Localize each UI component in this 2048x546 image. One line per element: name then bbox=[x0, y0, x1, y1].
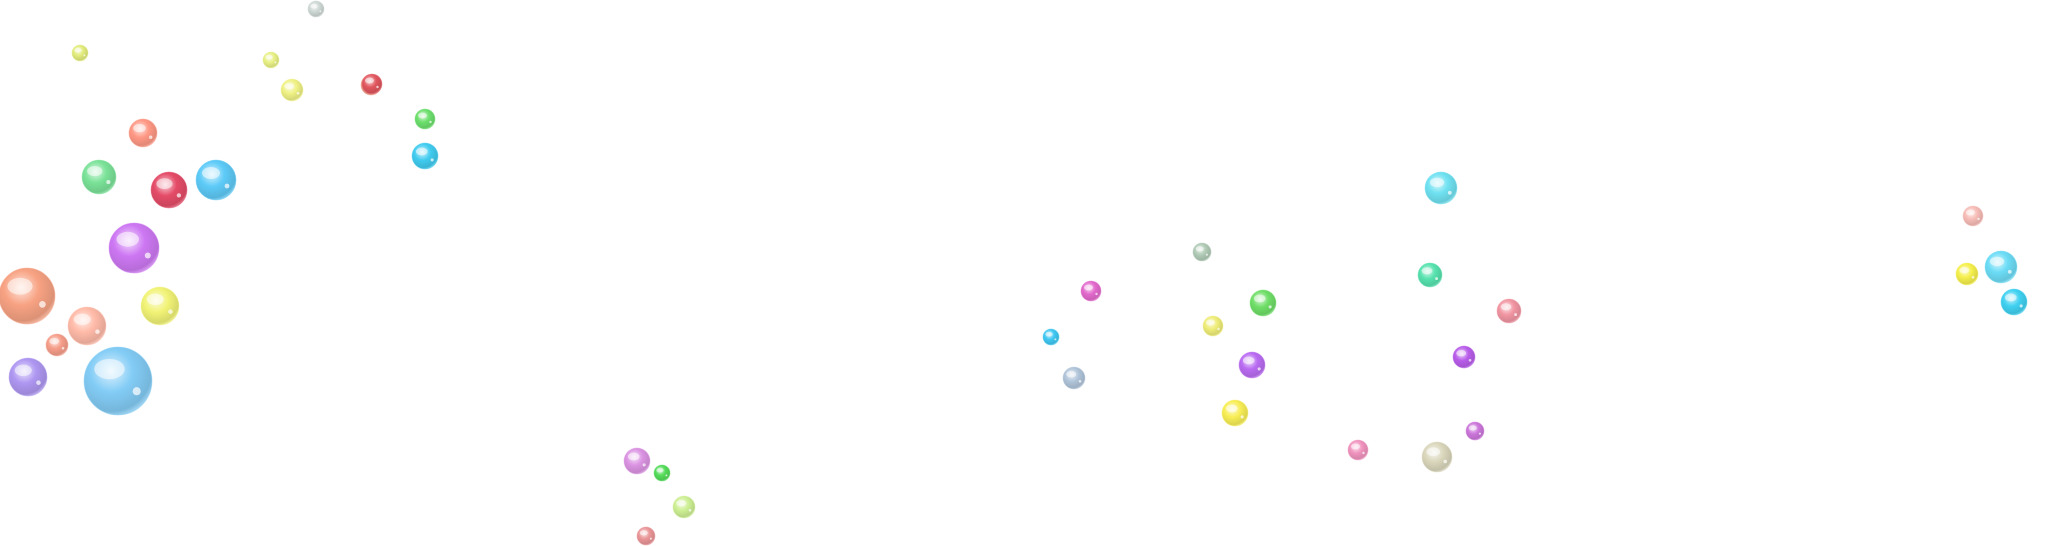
bubble-cyan bbox=[411, 142, 439, 170]
bubble-crimson bbox=[150, 171, 188, 209]
bubble-beige bbox=[1421, 441, 1453, 473]
bubble-yellow bbox=[140, 286, 180, 326]
bubble-lavender bbox=[8, 357, 48, 397]
bubble-peach bbox=[67, 306, 107, 346]
bubble-yellow-4 bbox=[1955, 262, 1979, 286]
bubble-aqua bbox=[1424, 171, 1458, 205]
bubble-seafoam bbox=[1417, 262, 1443, 288]
bubble-red-purple bbox=[361, 73, 383, 95]
bubble-yellow-2 bbox=[1202, 315, 1224, 337]
bubble-light-blue-xl bbox=[83, 346, 153, 416]
bubble-pink-2 bbox=[1347, 439, 1369, 461]
bubble-orchid-2 bbox=[1465, 421, 1485, 441]
bubble-gray-white bbox=[307, 0, 325, 18]
bubble-peach-large bbox=[0, 267, 56, 325]
bubble-cyan-3 bbox=[2000, 288, 2028, 316]
bubble-mint bbox=[81, 159, 117, 195]
bubble-purple bbox=[1452, 345, 1476, 369]
bubble-orchid bbox=[623, 447, 651, 475]
bubble-violet bbox=[1238, 351, 1266, 379]
bubble-cyan-2 bbox=[1042, 328, 1060, 346]
bubble-green bbox=[414, 108, 436, 130]
bubble-gray-green bbox=[1192, 242, 1212, 262]
bubble-green-3 bbox=[1249, 289, 1277, 317]
bubble-violet-large bbox=[108, 222, 160, 274]
bubble-pink bbox=[1496, 298, 1522, 324]
bubble-green-2 bbox=[653, 464, 671, 482]
bubble-pale-yellow-2 bbox=[280, 78, 304, 102]
bubble-pale-yellow bbox=[262, 51, 280, 69]
bubble-aqua-2 bbox=[1984, 250, 2018, 284]
bubble-sky-blue bbox=[195, 159, 237, 201]
bubble-yellow-3 bbox=[1221, 399, 1249, 427]
bubble-coral bbox=[45, 333, 69, 357]
bubble-rose-pale bbox=[1962, 205, 1984, 227]
bubble-salmon bbox=[128, 118, 158, 148]
bubble-lime-pale bbox=[672, 495, 696, 519]
bubble-blue-gray bbox=[1062, 366, 1086, 390]
bubble-lime bbox=[71, 44, 89, 62]
bubble-magenta bbox=[1080, 280, 1102, 302]
bubble-rose-small bbox=[636, 526, 656, 546]
